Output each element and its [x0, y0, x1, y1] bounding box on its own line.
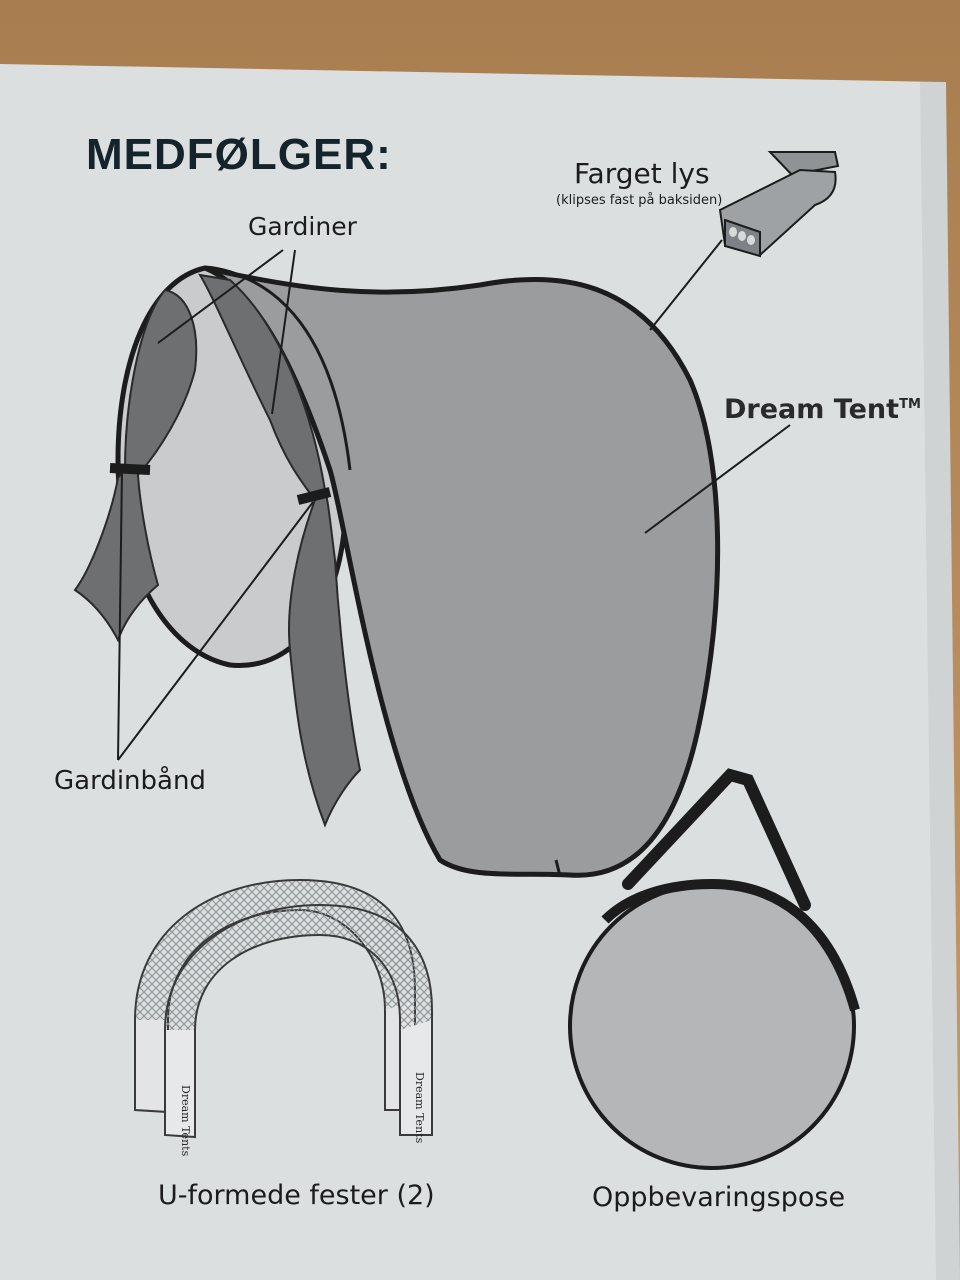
label-dream-tent: Dream TentTM	[724, 394, 921, 425]
label-storage-bag: Oppbevaringspose	[592, 1182, 846, 1213]
label-light-note: (klipses fast på baksiden)	[556, 193, 723, 208]
storage-bag-icon	[568, 768, 860, 1170]
leader-lines	[117, 239, 791, 761]
clip-brand-left: Dream Tents	[179, 1085, 192, 1157]
label-curtains: Gardiner	[248, 212, 357, 241]
label-curtain-ties: Gardinbånd	[54, 766, 206, 796]
left-curtain-tie	[109, 463, 151, 475]
clip-brand-right: Dream Tents	[413, 1072, 426, 1144]
dream-tent-body	[204, 265, 721, 878]
light-clip-icon	[718, 151, 840, 258]
label-dream-tent-text: Dream Tent	[724, 394, 900, 425]
page-title: MEDFØLGER:	[86, 130, 392, 179]
right-curtain-tie	[296, 487, 332, 505]
trademark-mark: TM	[899, 397, 921, 412]
label-colored-light: Farget lys	[574, 157, 710, 190]
label-u-clips: U-formede fester (2)	[158, 1180, 435, 1211]
u-clip-icon-second: Dream Tents Dream Tents	[164, 903, 433, 1157]
